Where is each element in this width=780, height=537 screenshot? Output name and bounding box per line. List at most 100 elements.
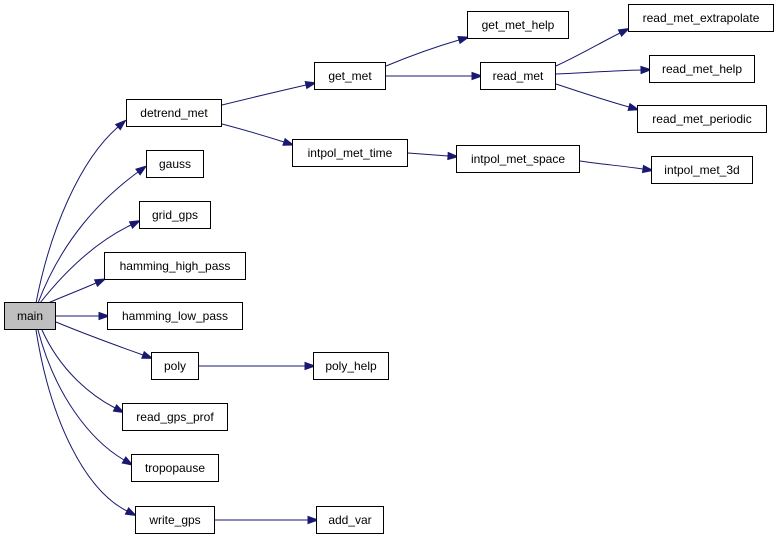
node-label-add-var: add_var — [328, 513, 371, 527]
node-gauss[interactable]: gauss — [146, 150, 204, 178]
edge-line — [221, 84, 307, 106]
node-read-met[interactable]: read_met — [480, 62, 556, 90]
edge-line — [221, 123, 285, 143]
edge-detrend-met-to-get-met — [221, 81, 318, 106]
edge-arrowhead — [93, 278, 107, 288]
edge-arrowhead — [617, 27, 631, 37]
edge-main-to-read-gps-prof — [41, 329, 126, 414]
edge-line — [37, 171, 139, 304]
edge-arrowhead — [98, 311, 111, 321]
node-label-detrend-met: detrend_met — [140, 106, 208, 120]
edge-read-met-to-read-met-extrapolate — [555, 27, 631, 67]
node-hamming-high-pass[interactable]: hamming_high_pass — [104, 252, 246, 280]
edge-line — [39, 224, 132, 304]
node-poly-help[interactable]: poly_help — [313, 352, 389, 380]
node-intpol-met-3d[interactable]: intpol_met_3d — [651, 156, 753, 184]
node-label-hamming-low-pass: hamming_low_pass — [122, 309, 228, 323]
node-get-met[interactable]: get_met — [314, 62, 386, 90]
node-poly[interactable]: poly — [151, 352, 199, 380]
edge-arrowhead — [640, 65, 653, 75]
node-label-get-met-help: get_met_help — [482, 18, 555, 32]
edge-line — [35, 126, 119, 304]
edge-poly-to-poly-help — [199, 361, 317, 371]
edge-arrowhead — [141, 350, 154, 359]
node-label-intpol-met-space: intpol_met_space — [471, 152, 565, 166]
edge-line — [579, 160, 644, 170]
edge-arrowhead — [304, 81, 318, 90]
node-intpol-met-time[interactable]: intpol_met_time — [292, 139, 408, 167]
edge-detrend-met-to-intpol-met-time — [221, 123, 295, 146]
edge-main-to-tropopause — [37, 329, 134, 466]
edge-main-to-poly — [55, 321, 154, 359]
edge-arrowhead — [282, 137, 295, 146]
edge-arrowhead — [114, 119, 127, 131]
edge-line — [47, 282, 97, 304]
node-label-write-gps: write_gps — [148, 513, 200, 527]
node-label-read-met: read_met — [493, 69, 544, 83]
edge-arrowhead — [471, 71, 484, 81]
node-read-met-help[interactable]: read_met_help — [649, 55, 755, 83]
edge-arrowhead — [121, 456, 134, 466]
node-label-read-met-help: read_met_help — [662, 62, 742, 76]
edge-main-to-detrend-met — [35, 119, 127, 304]
edge-read-met-to-read-met-periodic — [555, 83, 641, 111]
edge-arrowhead — [135, 165, 148, 176]
node-label-gauss: gauss — [159, 157, 191, 171]
edge-arrowhead — [128, 219, 142, 230]
edge-line — [555, 32, 621, 67]
edge-line — [37, 329, 125, 461]
edge-arrowhead — [112, 404, 126, 414]
edge-read-met-to-read-met-help — [555, 65, 653, 75]
edge-main-to-hamming-high-pass — [47, 278, 107, 304]
edge-main-to-hamming-low-pass — [56, 311, 111, 321]
node-label-poly-help: poly_help — [325, 359, 377, 373]
node-main[interactable]: main — [4, 302, 56, 330]
node-get-met-help[interactable]: get_met_help — [467, 11, 569, 39]
edge-arrowhead — [304, 361, 317, 371]
edge-arrowhead — [447, 151, 460, 161]
edge-line — [555, 69, 642, 75]
node-label-intpol-met-time: intpol_met_time — [308, 146, 393, 160]
node-label-hamming-high-pass: hamming_high_pass — [120, 259, 231, 273]
node-tropopause[interactable]: tropopause — [131, 454, 219, 482]
node-write-gps[interactable]: write_gps — [135, 506, 215, 534]
edge-line — [41, 329, 116, 409]
edge-line — [35, 329, 128, 512]
edge-line — [385, 39, 460, 67]
node-intpol-met-space[interactable]: intpol_met_space — [456, 145, 580, 173]
node-label-poly: poly — [164, 359, 186, 373]
node-label-grid-gps: grid_gps — [152, 208, 198, 222]
edge-arrowhead — [641, 164, 655, 174]
edge-main-to-write-gps — [35, 329, 138, 517]
node-label-intpol-met-3d: intpol_met_3d — [664, 163, 739, 177]
edge-get-met-to-get-met-help — [385, 36, 471, 67]
edge-write-gps-to-add-var — [215, 515, 320, 525]
edge-arrowhead — [307, 515, 320, 525]
edge-arrowhead — [627, 102, 641, 111]
node-grid-gps[interactable]: grid_gps — [139, 201, 211, 229]
node-hamming-low-pass[interactable]: hamming_low_pass — [107, 302, 243, 330]
node-label-tropopause: tropopause — [145, 461, 205, 475]
call-edges — [35, 27, 655, 525]
node-read-met-periodic[interactable]: read_met_periodic — [637, 105, 767, 133]
node-label-read-met-periodic: read_met_periodic — [652, 112, 751, 126]
edge-line — [407, 152, 449, 157]
edge-main-to-grid-gps — [39, 219, 142, 304]
node-add-var[interactable]: add_var — [316, 506, 384, 534]
edge-get-met-to-read-met — [386, 71, 484, 81]
node-read-met-extrapolate[interactable]: read_met_extrapolate — [628, 4, 774, 32]
edge-intpol-met-space-to-intpol-met-3d — [579, 160, 655, 174]
edge-line — [55, 321, 144, 356]
edge-arrowhead — [457, 36, 471, 45]
node-detrend-met[interactable]: detrend_met — [126, 99, 222, 127]
node-label-read-met-extrapolate: read_met_extrapolate — [643, 11, 760, 25]
edge-arrowhead — [124, 507, 138, 517]
node-label-read-gps-prof: read_gps_prof — [136, 410, 214, 424]
node-label-get-met: get_met — [328, 69, 372, 83]
edge-line — [555, 83, 630, 108]
edge-main-to-gauss — [37, 165, 148, 304]
node-read-gps-prof[interactable]: read_gps_prof — [122, 403, 228, 431]
edge-intpol-met-time-to-intpol-met-space — [407, 151, 460, 161]
node-label-main: main — [17, 309, 43, 323]
